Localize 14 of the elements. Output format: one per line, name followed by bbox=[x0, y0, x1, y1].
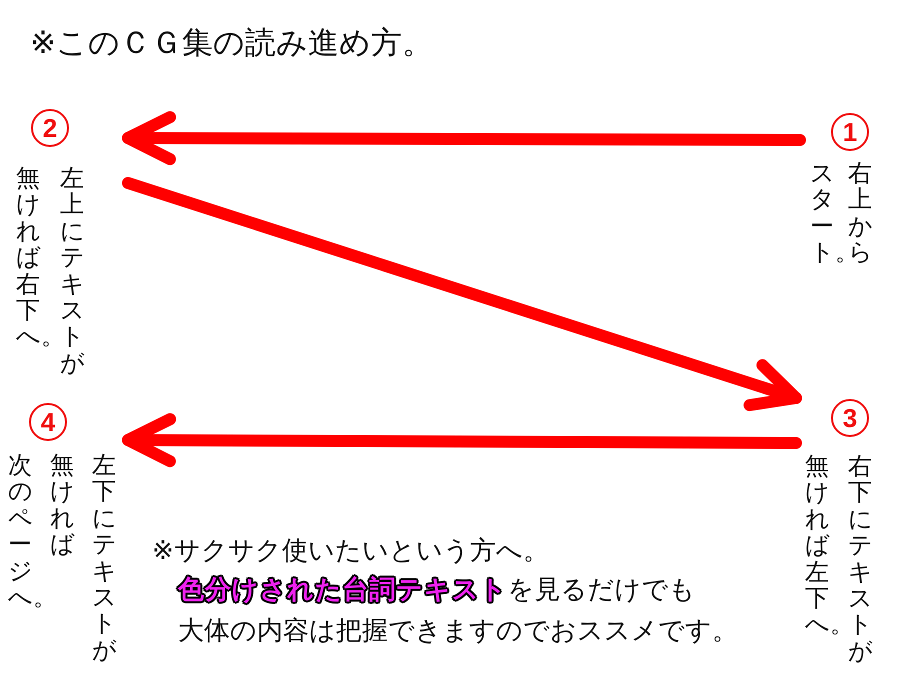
vertical-text: 左下にテキストが無ければ次のページへ。 bbox=[8, 452, 116, 664]
arrow bbox=[122, 177, 802, 412]
step-number: 4 bbox=[29, 403, 67, 441]
vertical-text: 右上からスタート。 bbox=[810, 160, 872, 266]
vertical-text: 左上にテキストが無ければ右下へ。 bbox=[16, 165, 84, 376]
step-number: 3 bbox=[831, 399, 869, 437]
step-number: 2 bbox=[31, 109, 69, 147]
note-text: 色分けされた台詞テキストを見るだけでも大体の内容は把握できますのでおススメです。 bbox=[178, 574, 738, 648]
vertical-text: 右下にテキストが無ければ左下へ。 bbox=[805, 453, 872, 664]
arrow bbox=[122, 413, 802, 468]
note-text: ※サクサク使いたいという方へ。 bbox=[152, 535, 549, 568]
step-number: 1 bbox=[831, 113, 869, 151]
title: ※このＣＧ集の読み進め方。 bbox=[30, 24, 433, 63]
arrow bbox=[122, 111, 806, 166]
